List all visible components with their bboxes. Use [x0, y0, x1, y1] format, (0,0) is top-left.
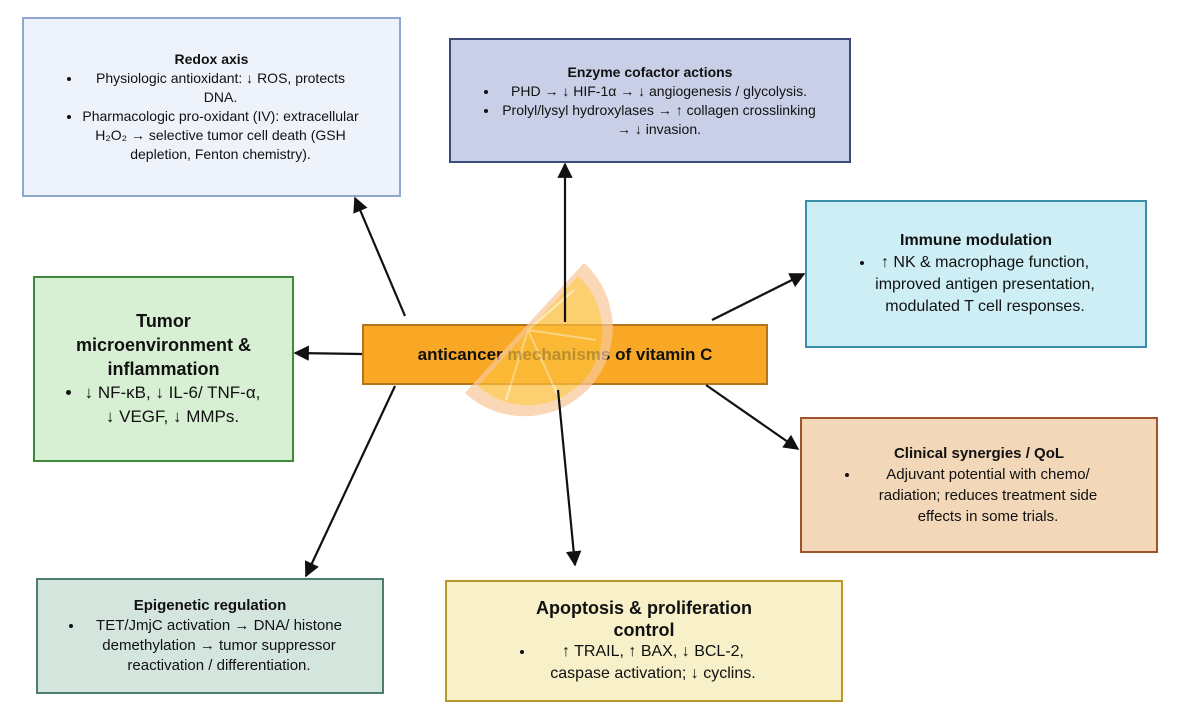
- box-title: Epigenetic regulation: [133, 597, 287, 614]
- box-title: Immune modulation: [900, 232, 1052, 249]
- center-title-box: anticancer mechanisms of vitamin C: [362, 324, 768, 385]
- immune-modulation-box: Immune modulation ↑ NK & macrophage func…: [805, 200, 1147, 348]
- center-title: anticancer mechanisms of vitamin C: [417, 344, 713, 364]
- arrow-to-clinical: [705, 384, 800, 450]
- bullet: TET/JmjC activation → DNA/ histone demet…: [84, 616, 354, 676]
- bullet: ↑ NK & macrophage function, improved ant…: [875, 252, 1095, 318]
- bullet: Prolyl/lysyl hydroxylases → ↑ collagen c…: [499, 101, 819, 139]
- bullet: PHD → ↓ HIF-1α → ↓ angiogenesis / glycol…: [499, 82, 819, 101]
- arrow-to-tumor: [293, 345, 363, 361]
- box-title: Apoptosis & proliferation control: [536, 598, 752, 640]
- box-title: Tumor microenvironment & inflammation: [75, 311, 252, 379]
- arrow-to-immune: [711, 273, 806, 321]
- box-title: Redox axis: [174, 51, 249, 67]
- clinical-synergies-box: Clinical synergies / QoL Adjuvant potent…: [800, 417, 1158, 553]
- apoptosis-box: Apoptosis & proliferation control ↑ TRAI…: [445, 580, 843, 702]
- bullet: Physiologic antioxidant: ↓ ROS, protects…: [82, 69, 359, 107]
- arrow-to-apoptosis: [556, 389, 582, 567]
- tumor-microenvironment-box: Tumor microenvironment & inflammation ↓ …: [33, 276, 294, 462]
- bullet: Pharmacologic pro-oxidant (IV): extracel…: [82, 107, 359, 164]
- box-title: Clinical synergies / QoL: [893, 445, 1065, 462]
- bullet: ↓ NF-κB, ↓ IL-6/ TNF-α, ↓ VEGF, ↓ MMPs.: [83, 381, 262, 429]
- redox-axis-box: Redox axis Physiologic antioxidant: ↓ RO…: [22, 17, 401, 197]
- arrow-to-redox: [353, 196, 407, 317]
- epigenetic-regulation-box: Epigenetic regulation TET/JmjC activatio…: [36, 578, 384, 694]
- arrow-to-epigenetic: [304, 385, 396, 578]
- box-title: Enzyme cofactor actions: [567, 63, 733, 80]
- bullet: Adjuvant potential with chemo/ radiation…: [860, 464, 1116, 527]
- bullet: ↑ TRAIL, ↑ BAX, ↓ BCL-2, caspase activat…: [535, 641, 771, 685]
- enzyme-cofactor-box: Enzyme cofactor actions PHD → ↓ HIF-1α →…: [449, 38, 851, 163]
